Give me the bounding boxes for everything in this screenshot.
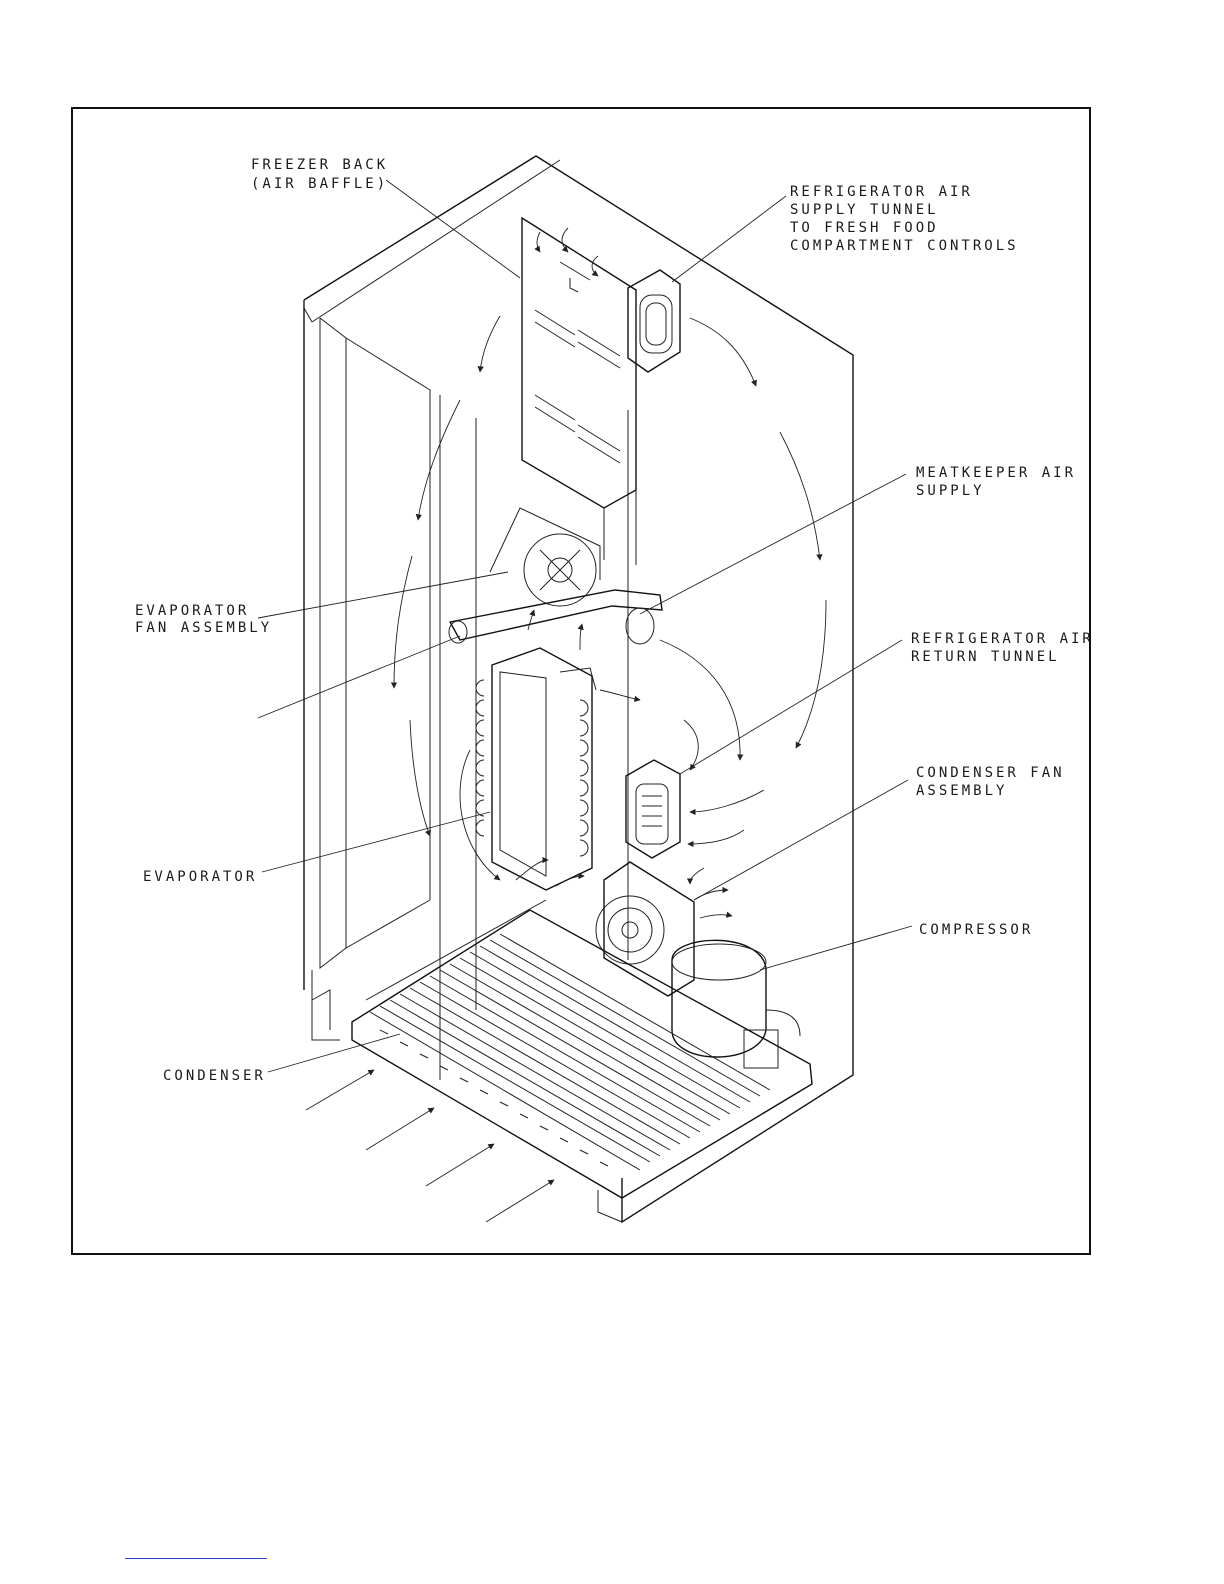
svg-text:FAN ASSEMBLY: FAN ASSEMBLY bbox=[135, 620, 272, 636]
compressor bbox=[672, 940, 800, 1068]
svg-text:MEATKEEPER AIR: MEATKEEPER AIR bbox=[916, 465, 1076, 481]
label-meatkeeper-air-supply: MEATKEEPER AIR SUPPLY bbox=[916, 465, 1076, 499]
label-condenser: CONDENSER bbox=[163, 1068, 266, 1084]
label-condenser-fan-assembly: CONDENSER FAN ASSEMBLY bbox=[916, 765, 1065, 799]
airflow-arrows bbox=[306, 228, 826, 1222]
label-evaporator-fan-assembly: EVAPORATOR FAN ASSEMBLY bbox=[135, 603, 272, 636]
label-evaporator: EVAPORATOR bbox=[143, 869, 257, 885]
label-air-return-tunnel: REFRIGERATOR AIR RETURN TUNNEL bbox=[911, 631, 1094, 665]
leader-lines bbox=[258, 180, 912, 1072]
freezer-back-baffle bbox=[522, 218, 636, 565]
label-freezer-back: FREEZER BACK (AIR BAFFLE) bbox=[251, 157, 388, 192]
svg-text:ASSEMBLY: ASSEMBLY bbox=[916, 783, 1007, 799]
svg-text:CONDENSER FAN: CONDENSER FAN bbox=[916, 765, 1065, 781]
evaporator-fan-assembly bbox=[449, 508, 662, 644]
svg-text:RETURN TUNNEL: RETURN TUNNEL bbox=[911, 649, 1060, 665]
svg-text:REFRIGERATOR AIR: REFRIGERATOR AIR bbox=[911, 631, 1094, 647]
footer-rule bbox=[125, 1558, 267, 1559]
air-return-tunnel bbox=[626, 760, 680, 858]
condenser-fan-assembly bbox=[596, 862, 694, 996]
svg-text:SUPPLY TUNNEL: SUPPLY TUNNEL bbox=[790, 202, 939, 218]
evaporator-coil bbox=[476, 648, 596, 890]
label-compressor: COMPRESSOR bbox=[919, 922, 1033, 938]
svg-text:COMPARTMENT CONTROLS: COMPARTMENT CONTROLS bbox=[790, 238, 1019, 254]
svg-text:REFRIGERATOR AIR: REFRIGERATOR AIR bbox=[790, 184, 973, 200]
svg-text:FREEZER BACK: FREEZER BACK bbox=[251, 157, 388, 173]
label-air-supply-tunnel: REFRIGERATOR AIR SUPPLY TUNNEL TO FRESH … bbox=[790, 184, 1019, 254]
svg-text:TO FRESH FOOD: TO FRESH FOOD bbox=[790, 220, 939, 236]
svg-text:EVAPORATOR: EVAPORATOR bbox=[135, 603, 249, 619]
svg-text:SUPPLY: SUPPLY bbox=[916, 483, 985, 499]
svg-text:(AIR BAFFLE): (AIR BAFFLE) bbox=[251, 176, 388, 192]
